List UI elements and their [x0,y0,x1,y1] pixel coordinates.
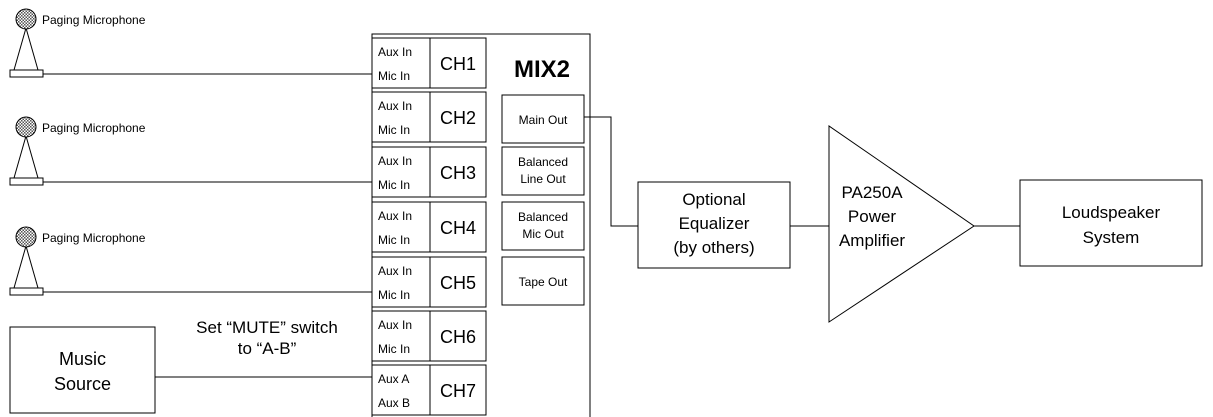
music-source-line2: Source [54,374,111,394]
loudspeaker-line2: System [1083,228,1140,247]
loudspeaker-system: Loudspeaker System [1019,179,1203,267]
channel-name: CH6 [440,327,476,347]
channel-input-bottom: Aux B [378,396,410,410]
paging-microphone-3: Paging Microphone [9,226,372,296]
channel-name: CH1 [440,54,476,74]
microphone-icon [9,116,44,186]
microphone-label: Paging Microphone [42,13,146,27]
output-label-line1: Balanced [518,210,568,224]
mixer-channel-7: Aux A Aux B CH7 [371,364,487,416]
channel-input-top: Aux In [378,154,412,168]
loudspeaker-line1: Loudspeaker [1062,203,1161,222]
mixer-channel-6: Aux In Mic In CH6 [371,310,487,362]
mute-note-line2: to “A-B” [238,339,297,358]
mixer-channel-4: Aux In Mic In CH4 [371,201,487,253]
channel-input-bottom: Mic In [378,69,410,83]
output-label-line2: Mic Out [522,227,564,241]
channel-name: CH4 [440,218,476,238]
channel-input-bottom: Mic In [378,123,410,137]
mixer-mix2: MIX2 Aux In Mic In CH1 Aux In Mic In CH2… [371,33,591,417]
channel-name: CH5 [440,273,476,293]
mute-note-line1: Set “MUTE” switch [196,318,338,337]
equalizer-line2: Equalizer [679,214,750,233]
mixer-channel-2: Aux In Mic In CH2 [371,91,487,143]
microphone-label: Paging Microphone [42,231,146,245]
channel-input-top: Aux In [378,99,412,113]
amplifier-line2: Power [848,207,897,226]
mixer-output-tape: Tape Out [501,256,585,306]
paging-microphone-2: Paging Microphone [9,116,372,186]
channel-input-top: Aux In [378,209,412,223]
microphone-label: Paging Microphone [42,121,146,135]
channel-input-top: Aux In [378,45,412,59]
channel-input-top: Aux In [378,318,412,332]
music-source: Music Source [9,326,156,414]
paging-microphone-1: Paging Microphone [9,8,372,78]
output-label: Tape Out [519,275,568,289]
optional-equalizer: Optional Equalizer (by others) [637,181,791,269]
channel-name: CH7 [440,381,476,401]
channel-input-bottom: Mic In [378,342,410,356]
microphone-icon [9,8,44,78]
channel-name: CH3 [440,163,476,183]
output-label-line2: Line Out [520,172,566,186]
channel-input-top: Aux A [378,372,409,386]
output-label-line1: Balanced [518,155,568,169]
mixer-channel-3: Aux In Mic In CH3 [371,146,487,198]
channel-input-top: Aux In [378,264,412,278]
microphone-icon [9,226,44,296]
channel-input-bottom: Mic In [378,288,410,302]
equalizer-line1: Optional [682,190,745,209]
mixer-channel-5: Aux In Mic In CH5 [371,256,487,308]
mixer-output-balanced-line: Balanced Line Out [501,146,585,196]
main-out-cable [584,116,638,227]
music-source-line1: Music [59,349,106,369]
mixer-output-main: Main Out [501,94,585,144]
amplifier-line1: PA250A [841,183,903,202]
output-label: Main Out [519,113,568,127]
pa250a-power-amplifier: PA250A Power Amplifier [828,125,975,323]
amplifier-line3: Amplifier [839,231,905,250]
channel-input-bottom: Mic In [378,178,410,192]
equalizer-line3: (by others) [673,238,754,257]
mixer-output-balanced-mic: Balanced Mic Out [501,201,585,251]
channel-input-bottom: Mic In [378,233,410,247]
mixer-title: MIX2 [514,56,570,83]
channel-name: CH2 [440,108,476,128]
mixer-channel-1: Aux In Mic In CH1 [371,37,487,89]
